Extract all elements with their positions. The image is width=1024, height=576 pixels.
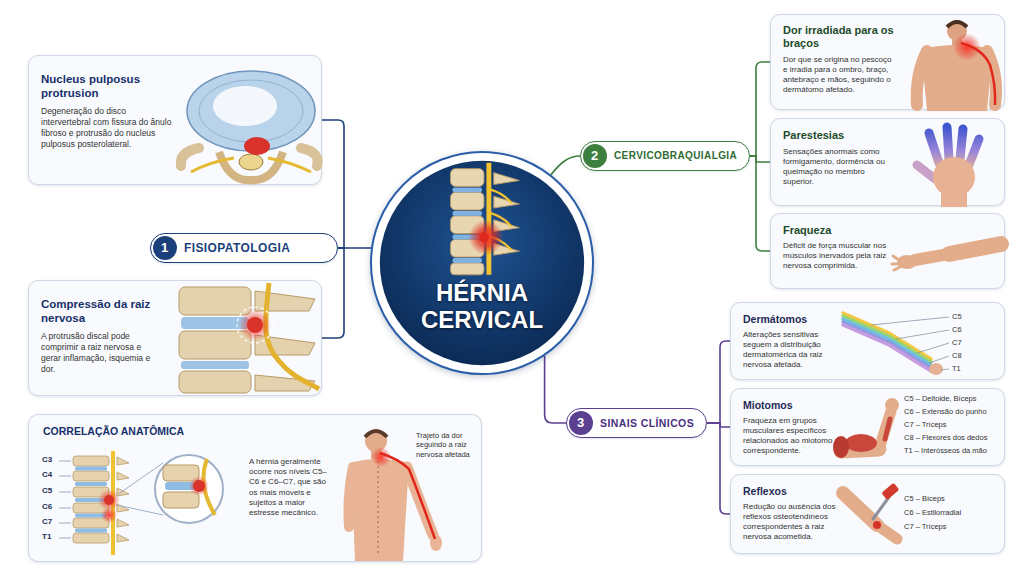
card-title: Nucleus pulposus protrusion [41, 72, 173, 100]
connector [322, 120, 344, 248]
connector [707, 423, 730, 514]
card-body: A hérnia geralmente ocorre nos níveis C5… [249, 457, 335, 518]
card-body: Dor que se origina no pescoço e irradia … [783, 55, 895, 95]
info-card: Dor irradiada para os braçosDor que se o… [770, 14, 1005, 110]
info-card: MiotomosFraqueza em grupos musculares es… [730, 388, 1005, 466]
card-title: Fraqueza [783, 224, 895, 237]
card-title: Miotomos [743, 399, 839, 412]
card-body: Degeneração do disco intervertebral com … [41, 106, 173, 150]
card-body: Redução ou ausência dos reflexos osteote… [743, 502, 839, 542]
hub-title: HÉRNIA CERVICAL [407, 279, 557, 333]
central-topic: HÉRNIA CERVICAL [370, 151, 594, 375]
section-number: 3 [569, 411, 593, 435]
card-body: A protrusão discal pode comprimir a raiz… [41, 331, 153, 375]
card-body: Alterações sensitivas seguem a distribui… [743, 330, 839, 370]
info-card: ReflexosRedução ou ausência dos reflexos… [730, 474, 1005, 554]
card-body: Sensações anormais como formigamento, do… [783, 147, 895, 187]
card-body: Déficit de força muscular nos músculos i… [783, 241, 891, 271]
info-card: DermátomosAlterações sensitivas seguem a… [730, 302, 1005, 380]
card-body: Fraqueza em grupos musculares específico… [743, 416, 839, 456]
card-title: CORRELAÇÃO ANATÔMICA [43, 425, 293, 438]
section-number: 1 [153, 236, 177, 260]
card-title: Dor irradiada para os braços [783, 24, 895, 50]
vertebrae [451, 169, 520, 275]
connector [750, 156, 770, 251]
connector [750, 62, 770, 156]
connector [545, 356, 566, 423]
figure-note: Trajeto da dor seguindo a raiz nervosa a… [416, 431, 478, 459]
section-pill: 1 FISIOPATOLOGIA [150, 233, 338, 263]
info-card: Compressão da raiz nervosa A protrusão di… [28, 280, 322, 396]
info-card: Nucleus pulposus protrusionDegeneração d… [28, 55, 322, 185]
info-card: FraquezaDéficit de força muscular nos mú… [770, 213, 1005, 289]
info-card: ParestesiasSensações anormais como formi… [770, 118, 1005, 206]
connector [551, 156, 580, 175]
anatomy-card: CORRELAÇÃO ANATÔMICA A hérnia geralmente … [28, 414, 482, 562]
connector [750, 156, 770, 162]
connector [707, 341, 730, 423]
card-title: Reflexos [743, 485, 839, 498]
section-title: FISIOPATOLOGIA [184, 241, 290, 255]
card-title: Compressão da raiz nervosa [41, 297, 159, 325]
spine-illustration [372, 153, 592, 373]
section-pill: 3 SINAIS CLÍNICOS [566, 408, 707, 438]
section-number: 2 [583, 144, 607, 168]
discs [453, 187, 482, 263]
section-pill: 2 CERVICOBRAQUIALGIA [580, 141, 750, 171]
section-title: SINAIS CLÍNICOS [600, 416, 694, 430]
card-title: Parestesias [783, 129, 895, 142]
card-title: Dermátomos [743, 313, 839, 326]
section-title: CERVICOBRAQUIALGIA [614, 149, 737, 163]
